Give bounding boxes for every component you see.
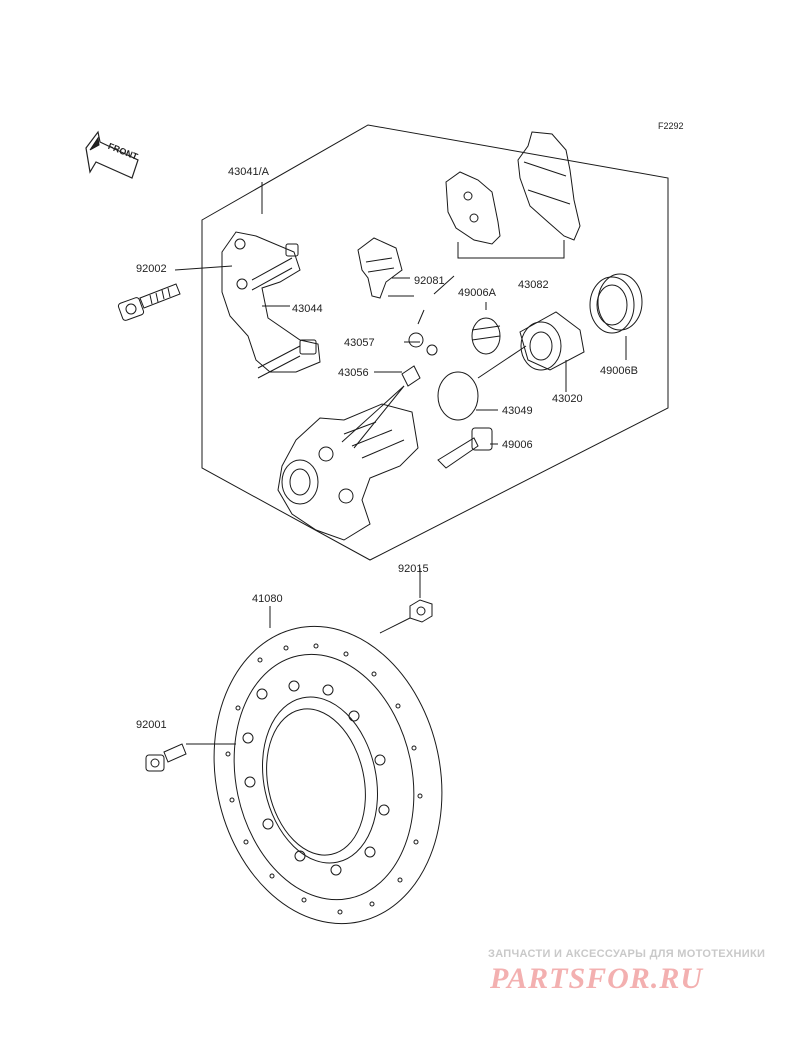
label-43020: 43020 [552,393,583,405]
label-43049: 43049 [502,405,533,417]
bolt-92002 [117,283,181,321]
label-41080: 41080 [252,593,283,605]
label-92081: 92081 [414,275,445,287]
label-43082: 43082 [518,279,549,291]
brake-pad-inner [445,171,501,245]
label-49006: 49006 [502,439,533,451]
pad-spring-92081 [357,237,403,299]
label-43041: 43041/A [228,166,270,178]
brake-pad-outer [517,131,581,241]
label-43056: 43056 [338,367,369,379]
caliper-bracket-43044 [221,231,321,379]
label-92002: 92002 [136,263,167,275]
label-92015: 92015 [398,563,429,575]
label-92001: 92001 [136,719,167,731]
front-arrow [85,130,139,179]
bolt-92001 [145,743,187,772]
watermark-logo: PARTSFOR.RU [490,962,703,995]
label-43044: 43044 [292,303,323,315]
caliper-body [277,403,419,541]
bleed-valve-43056 [401,365,421,387]
brake-disc-41080 [213,625,443,925]
pin-49006 [437,427,493,469]
o-ring-43049 [437,371,479,421]
watermark-tagline: ЗАПЧАСТИ И АКСЕССУАРЫ ДЛЯ МОТОТЕХНИКИ [488,948,766,960]
boot-49006A [471,317,501,355]
piston-43020 [519,311,585,371]
diagram-code: F2292 [658,121,684,131]
caliper-assembly-box [201,124,669,561]
label-43057: 43057 [344,337,375,349]
bleed-cap-43057 [408,332,438,356]
nut-92015 [409,599,433,623]
seal-49006B [589,273,643,334]
label-49006B: 49006B [600,365,638,377]
label-49006A: 49006A [458,287,497,299]
